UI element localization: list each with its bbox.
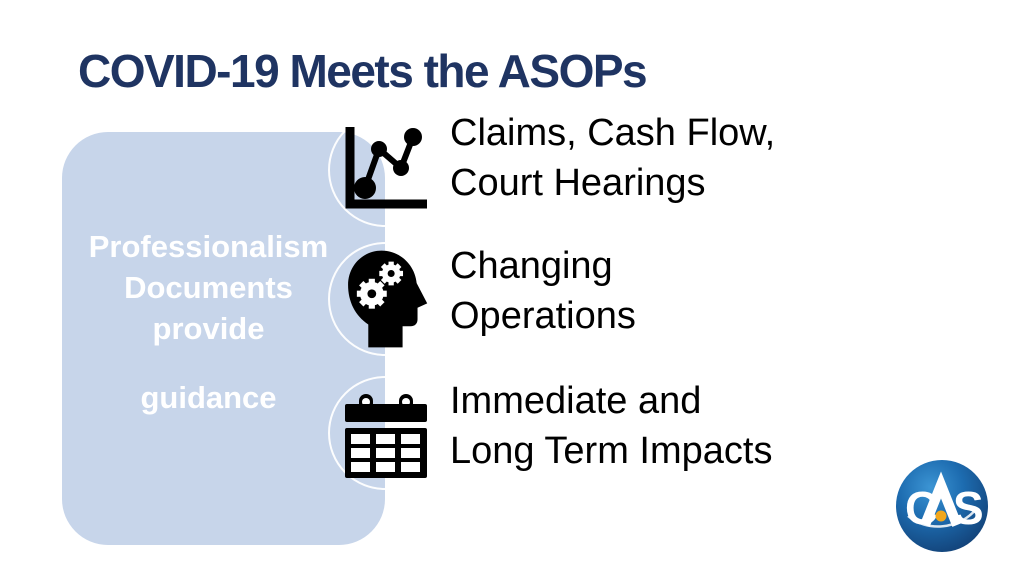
callout-box [62, 132, 385, 545]
list-item: Claims, Cash Flow, Court Hearings [450, 108, 1010, 208]
calendar-icon [345, 394, 427, 478]
callout-line: Documents [124, 270, 293, 305]
callout-text: Professionalism Documents provide guidan… [66, 226, 351, 418]
list-item-line: Immediate and [450, 380, 702, 422]
list-item-line: Court Hearings [450, 162, 706, 204]
list-item: Changing Operations [450, 241, 1010, 341]
logo-letter-s: S [953, 482, 984, 534]
callout-line: Professionalism [88, 229, 329, 264]
list-item-line: Changing [450, 245, 613, 287]
list-item-line: Long Term Impacts [450, 430, 773, 472]
cas-logo-icon: C S [896, 460, 988, 552]
list-item: Immediate and Long Term Impacts [450, 376, 1010, 476]
list-item-line: Claims, Cash Flow, [450, 112, 776, 154]
icon-circle-outline [328, 242, 442, 356]
line-chart-icon [345, 127, 427, 209]
head-gears-icon [348, 250, 428, 348]
slide-title: COVID-19 Meets the ASOPs [78, 45, 648, 97]
callout-emphasis-line: guidance [140, 380, 277, 415]
callout-line: provide [152, 311, 265, 346]
icon-circle-outline [328, 113, 442, 227]
icon-circle-outline [328, 376, 442, 490]
logo-gold-dot [935, 510, 947, 522]
list-item-line: Operations [450, 295, 636, 337]
